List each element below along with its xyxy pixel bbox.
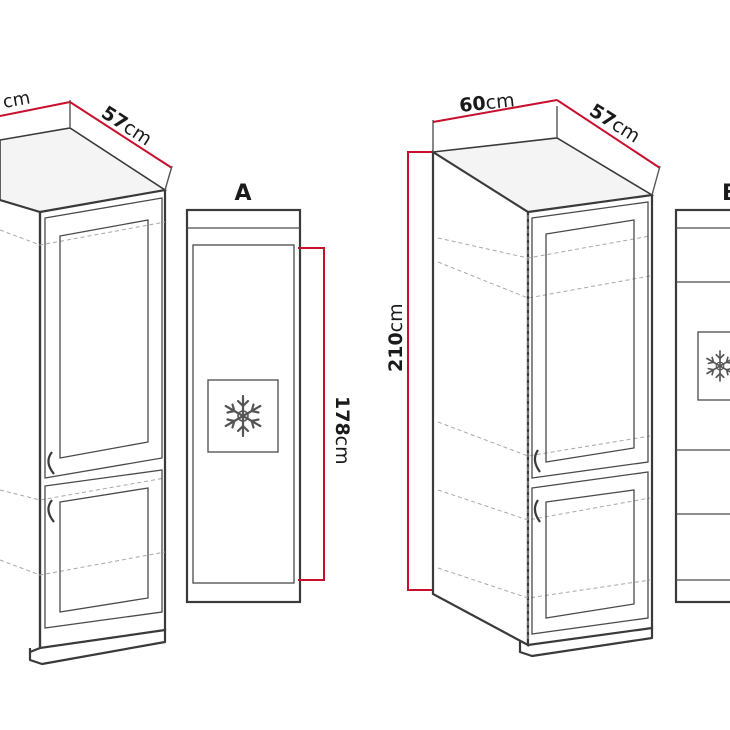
- cabinet-a-hidden-shelf: [0, 551, 166, 576]
- cabinet-b-upper-handle: [533, 449, 541, 473]
- panel-a-height-number: 178: [331, 396, 353, 436]
- panel-b-letter: B: [722, 181, 730, 206]
- svg-text:210cm: 210cm: [385, 303, 407, 372]
- cabinet-a-lower-handle: [47, 499, 55, 523]
- cabinet-a-width-dimension: cm: [0, 87, 71, 128]
- cabinet-a-hidden-shelf: [0, 221, 166, 246]
- cabinet-b-hidden-shelf: [437, 567, 651, 599]
- cabinet-b-height-dimension: 210cm: [385, 151, 432, 591]
- cabinet-a-side: [38, 188, 167, 650]
- cabinet-b-lower-door-panel: [545, 489, 635, 619]
- panel-a-height-unit: cm: [331, 436, 353, 465]
- panel-a-letter: A: [234, 181, 251, 206]
- cabinet-b-width-number: 60: [458, 92, 487, 117]
- cabinet-a-plinth: [28, 628, 167, 666]
- cabinet-b-width-dimension: 60cm: [432, 89, 558, 152]
- cabinet-b-upper-door: [531, 201, 649, 479]
- svg-text:60cm: 60cm: [458, 89, 515, 117]
- cabinet-b-width-unit: cm: [485, 89, 516, 114]
- cabinet-a-upper-handle: [47, 451, 55, 475]
- svg-text:178cm: 178cm: [331, 396, 353, 465]
- panel-a: A: [185, 181, 302, 604]
- panel-b-frame: [674, 208, 730, 604]
- cabinet-b-height-number: 210: [385, 332, 407, 372]
- panel-a-badge: [207, 379, 279, 453]
- cabinet-b-upper-door-panel: [545, 219, 635, 463]
- panel-a-inner: [192, 244, 295, 584]
- cabinet-a-width-label: cm: [1, 87, 32, 112]
- panel-b-badge: [697, 331, 730, 401]
- cabinet-b-height-unit: cm: [385, 303, 407, 332]
- cabinet-a-lower-door: [44, 469, 163, 629]
- cabinet-b-lower-door: [531, 471, 649, 635]
- cabinet-a-upper-door-panel: [59, 219, 149, 459]
- cabinet-b: [430, 137, 655, 658]
- cabinet-a-upper-door: [44, 197, 163, 479]
- panel-a-height-dimension: 178cm: [298, 247, 353, 581]
- panel-b: B: [674, 181, 730, 604]
- cabinet-b-plinth: [518, 626, 654, 658]
- cabinet-a-body-edge: [0, 198, 42, 654]
- cabinet-a-lower-door-panel: [59, 487, 149, 613]
- cabinet-a: [0, 127, 168, 666]
- cabinet-b-lower-handle: [533, 499, 541, 523]
- cabinet-b-hidden-shelf: [437, 421, 651, 457]
- svg-text:57cm: 57cm: [585, 100, 644, 148]
